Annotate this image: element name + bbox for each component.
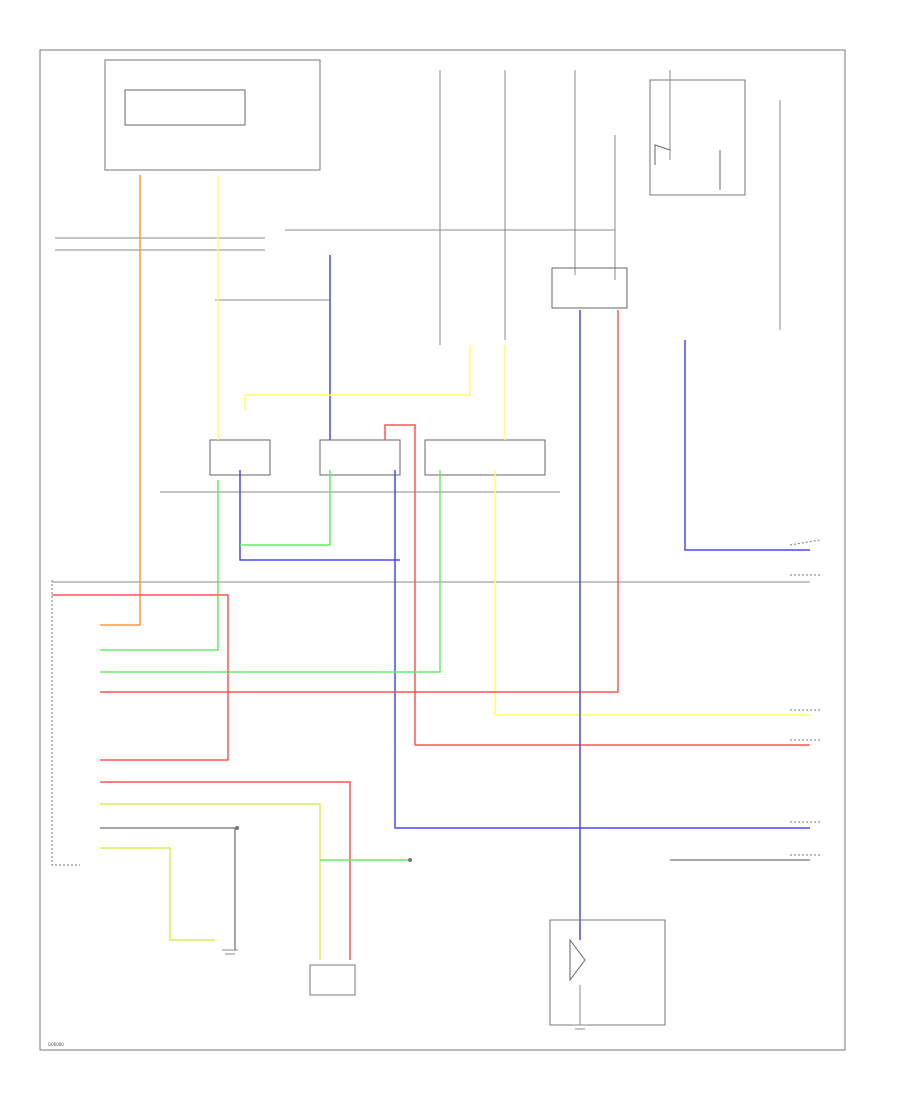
ground-icon: [222, 949, 238, 955]
blue-wire: [394, 470, 810, 829]
left-bus: [55, 237, 265, 251]
relay-switch-icon: [654, 144, 721, 190]
sensor-ground-icon: [408, 858, 412, 862]
red-wire: [52, 594, 229, 761]
relay-switch-icon: [424, 439, 546, 476]
sensor-ground-icon: [235, 826, 239, 830]
ac-compressor: [549, 919, 666, 1026]
red-wire: [100, 781, 351, 960]
green-wire: [100, 470, 441, 673]
ac-compressor-clutch-relay: [551, 267, 628, 309]
refrigerant-pressure-sensor: [309, 964, 356, 996]
underhood-fuse-relay-box: [104, 59, 321, 171]
orange-wire: [100, 175, 141, 626]
green-wire: [100, 480, 219, 651]
yellow-wire: [244, 345, 471, 410]
yellow-green-wire: [100, 847, 215, 941]
figure-label: G00000: [48, 1042, 64, 1047]
red-wire: [100, 310, 619, 693]
power-rail: [439, 70, 781, 345]
diagram-frame: [39, 49, 846, 1051]
blower-motor-relay-box: [649, 79, 746, 196]
blue-wire: [239, 470, 400, 561]
ecm-pcm-connector: [51, 580, 80, 866]
gray-wire: [100, 827, 236, 950]
relay-switch-icon: [124, 89, 246, 126]
right-connectors: [789, 539, 821, 856]
ac-compressor-clutch-icon: [569, 938, 586, 982]
relay-switch-icon: [319, 439, 401, 476]
green-wire: [240, 470, 331, 546]
yellow-wire: [494, 470, 810, 716]
ground-icon: [572, 1024, 588, 1030]
yellow-green-wire: [100, 803, 321, 960]
relay-switch-icon: [209, 439, 271, 476]
blue-wire: [684, 340, 810, 551]
red-wire: [384, 424, 810, 746]
